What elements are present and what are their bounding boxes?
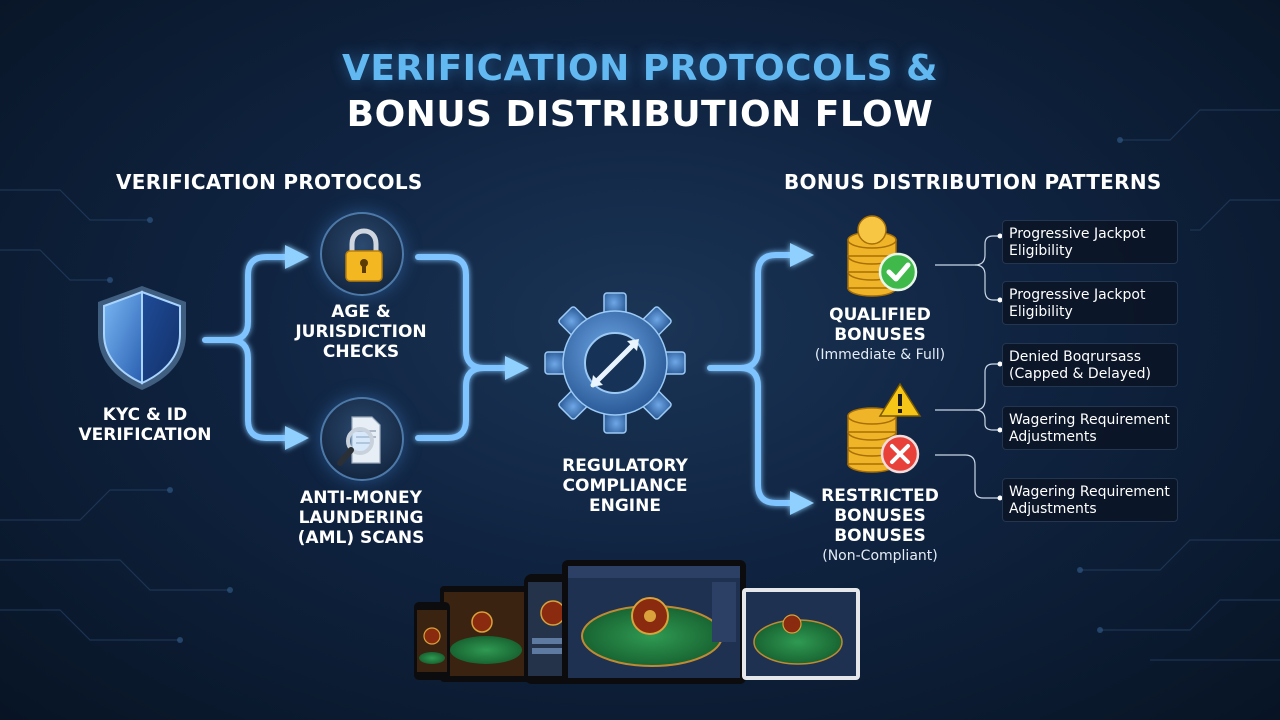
node-label-engine-line3: ENGINE <box>589 496 661 516</box>
callout-line1: Wagering Requirement <box>1009 484 1170 500</box>
node-label-qualified: QUALIFIED BONUSES (Immediate & Full) <box>800 305 960 365</box>
callout-box: Wagering Requirement Adjustments <box>1002 478 1178 522</box>
callout-line1: Denied Boqrursass <box>1009 349 1142 365</box>
node-label-qualified-sub: (Immediate & Full) <box>814 347 946 363</box>
casino-devices-illustration <box>414 560 860 684</box>
node-label-aml-line2: LAUNDERING <box>298 508 424 528</box>
callout-line2: (Capped & Delayed) <box>1009 366 1152 382</box>
node-label-age-line1: AGE & <box>331 302 391 322</box>
node-label-aml-line1: ANTI-MONEY <box>300 488 422 508</box>
node-label-kyc-line2: VERIFICATION <box>78 425 212 445</box>
coins-warning-icon <box>847 382 922 474</box>
callout-box: Progressive Jackpot Eligibility <box>1002 281 1178 325</box>
callout-line2: Eligibility <box>1009 304 1073 320</box>
section-heading-verification: VERIFICATION PROTOCOLS <box>116 170 423 194</box>
node-label-kyc: KYC & ID VERIFICATION <box>70 405 220 445</box>
lock-icon <box>345 228 383 282</box>
aml-scan-node <box>320 397 404 481</box>
callout-line2: Eligibility <box>1009 243 1073 259</box>
callout-box: Progressive Jackpot Eligibility <box>1002 220 1178 264</box>
node-label-engine-line2: COMPLIANCE <box>562 476 688 496</box>
section-heading-bonus-distribution: BONUS DISTRIBUTION PATTERNS <box>784 170 1162 194</box>
node-label-engine: REGULATORY COMPLIANCE ENGINE <box>540 456 710 516</box>
callout-line1: Progressive Jackpot <box>1009 226 1146 242</box>
node-label-aml: ANTI-MONEY LAUNDERING (AML) SCANS <box>286 488 436 548</box>
node-label-kyc-line1: KYC & ID <box>102 405 188 425</box>
node-label-age-line2: JURISDICTION <box>295 322 427 342</box>
age-check-node <box>320 212 404 296</box>
node-label-restricted-line2: BONUSES <box>834 506 926 526</box>
node-label-qualified-line1: QUALIFIED <box>829 305 931 325</box>
shield-icon <box>98 286 186 390</box>
node-label-age: AGE & JURISDICTION CHECKS <box>286 302 436 362</box>
title-line-2: BONUS DISTRIBUTION FLOW <box>346 94 934 135</box>
gear-icon <box>544 292 686 434</box>
callout-line1: Progressive Jackpot <box>1009 287 1146 303</box>
node-label-restricted-sub: (Non-Compliant) <box>822 548 938 564</box>
node-label-restricted: RESTRICTED BONUSES BONUSES (Non-Complian… <box>800 486 960 566</box>
callout-line2: Adjustments <box>1009 429 1097 445</box>
node-label-qualified-line2: BONUSES <box>834 325 926 345</box>
node-label-aml-line3: (AML) SCANS <box>297 528 425 548</box>
node-label-engine-line1: REGULATORY <box>562 456 688 476</box>
callout-line1: Wagering Requirement <box>1009 412 1170 428</box>
node-label-restricted-line3: BONUSES <box>834 526 926 546</box>
title-line-1: VERIFICATION PROTOCOLS & <box>342 48 938 89</box>
node-label-age-line3: CHECKS <box>322 342 400 362</box>
page-title: VERIFICATION PROTOCOLS & BONUS DISTRIBUT… <box>0 46 1280 138</box>
callout-box: Wagering Requirement Adjustments <box>1002 406 1178 450</box>
magnifier-document-icon <box>337 416 381 466</box>
callout-box: Denied Boqrursass (Capped & Delayed) <box>1002 343 1178 387</box>
node-label-restricted-line1: RESTRICTED <box>821 486 939 506</box>
coins-check-icon <box>847 215 918 297</box>
callout-line2: Adjustments <box>1009 501 1097 517</box>
